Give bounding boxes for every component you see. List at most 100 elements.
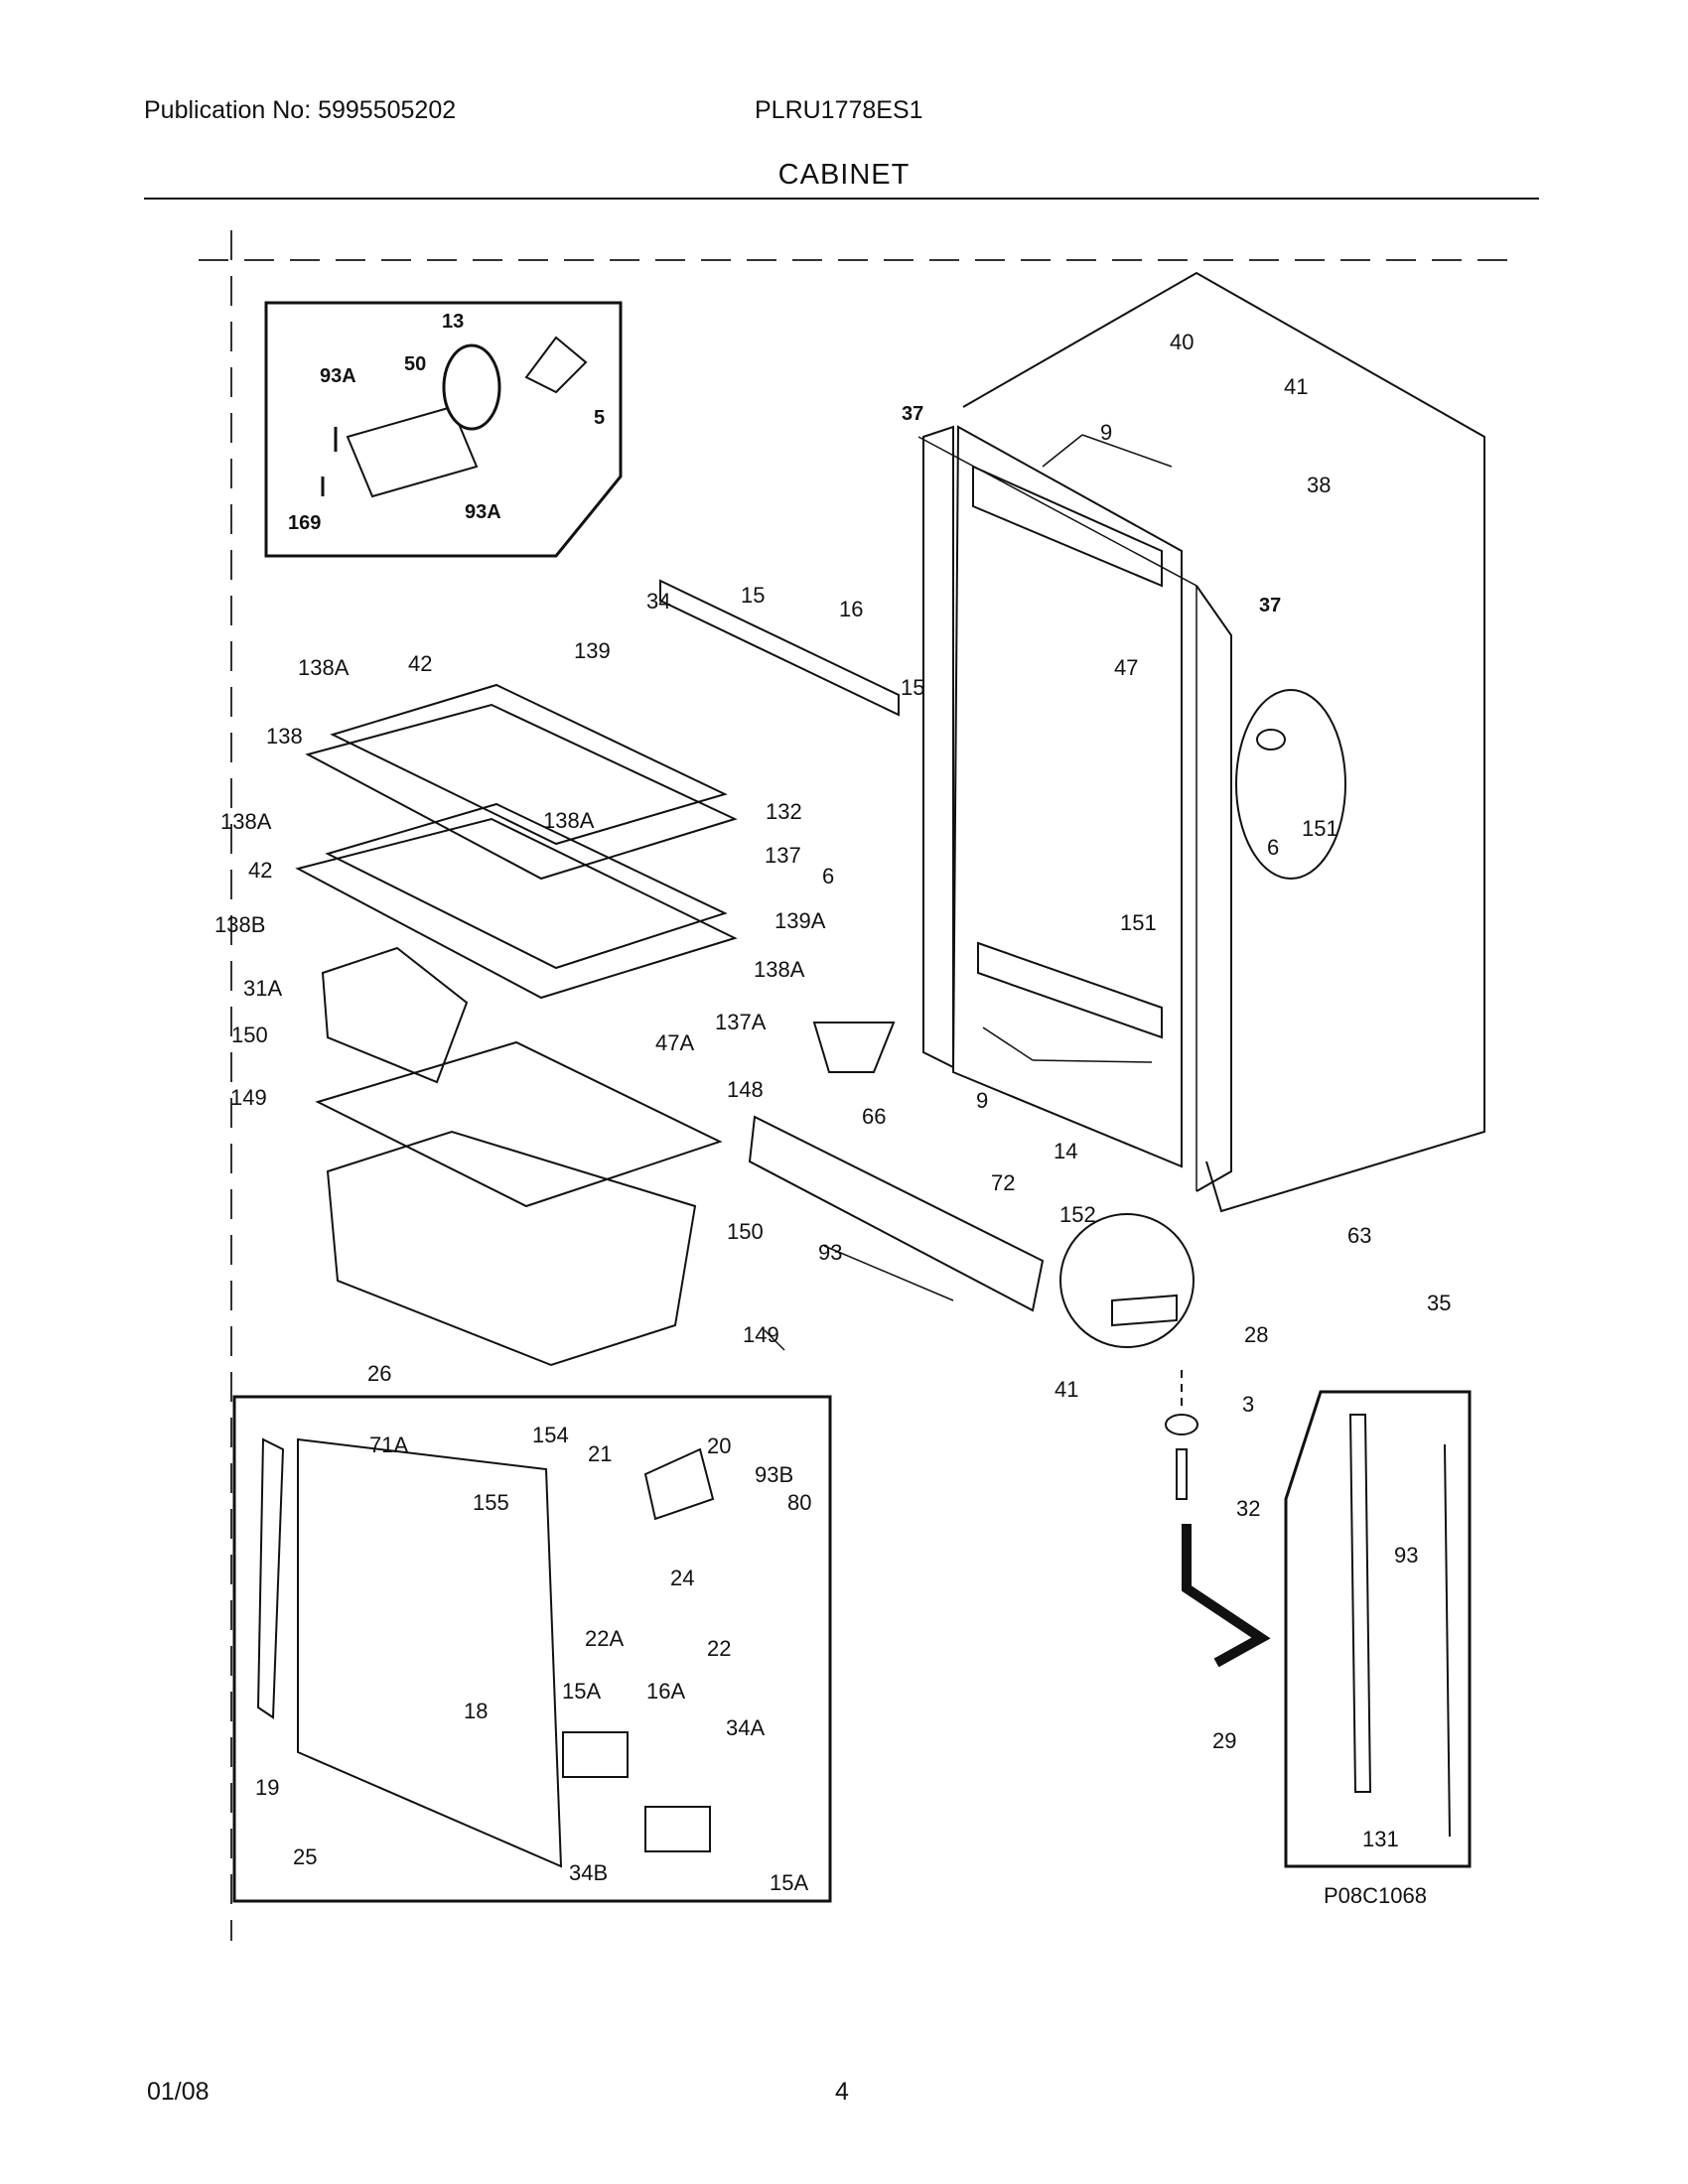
lamp-shield-b [644,1806,711,1852]
callout-40: 40 [1170,330,1194,354]
callout-6-b: 6 [1267,835,1279,860]
kickplate-and-hinge [748,1022,1271,1668]
callout-32: 32 [1236,1496,1260,1521]
cover-20 [643,1447,715,1521]
callout-22: 22 [707,1636,731,1661]
callout-15-b: 15 [901,675,924,700]
callout-150-b: 150 [727,1219,764,1244]
callout-9-bottom: 9 [976,1088,988,1113]
drawer-cover-148 [315,1040,723,1208]
callout-29: 29 [1212,1728,1236,1753]
callout-151-a: 151 [1302,816,1338,841]
callout-169: 169 [288,512,321,534]
callout-93a-a: 93A [320,365,356,387]
callout-31a: 31A [243,976,282,1001]
callout-50: 50 [404,353,426,375]
shelf-track [659,579,900,717]
callout-132: 132 [766,799,802,824]
callout-41-bottom: 41 [1055,1377,1078,1402]
callout-34b: 34B [569,1860,608,1885]
callout-137: 137 [765,843,801,868]
header-rule [144,198,1539,200]
callout-37-a: 37 [902,403,923,425]
drawer-31a [321,946,469,1084]
control-housing-inset [232,1395,832,1903]
callout-42-b: 42 [248,858,272,883]
model-number: PLRU1778ES1 [755,96,923,124]
callout-13: 13 [442,311,464,333]
callout-15-a: 15 [741,583,765,608]
callout-20: 20 [707,1433,731,1458]
callout-138: 138 [266,724,303,749]
callout-80: 80 [787,1490,811,1515]
lamp-shield-a [562,1731,629,1778]
kickplate-72 [748,1115,1045,1312]
publication-number: Publication No: 5995505202 [144,96,457,124]
callout-149-a: 149 [230,1085,267,1110]
callout-93-a: 93 [818,1240,842,1265]
drawer-26 [326,1130,697,1367]
callout-5: 5 [594,407,605,429]
callout-34: 34 [646,589,670,614]
leader-lines [764,434,1173,1351]
callout-131: 131 [1362,1827,1399,1851]
callout-155: 155 [473,1490,509,1515]
fan-motor-inset [264,301,623,558]
callout-93-b: 93 [1394,1543,1418,1568]
part-66 [812,1022,896,1073]
callout-18: 18 [464,1699,488,1723]
cabinet-body [917,271,1485,1213]
diagram-code: P08C1068 [1324,1883,1427,1908]
gasket-19 [256,1437,285,1719]
callout-93a-b: 93A [465,501,501,523]
callout-34a: 34A [726,1715,765,1740]
callout-16: 16 [839,597,863,621]
callout-138a-a: 138A [298,655,350,680]
callout-149-b: 149 [743,1322,779,1347]
control-panel-shape [297,1437,563,1868]
fan-bracket [346,405,479,498]
callout-35: 35 [1427,1291,1451,1315]
callout-138b: 138B [214,912,265,937]
callout-41-top: 41 [1284,374,1308,399]
callout-28: 28 [1244,1322,1268,1347]
callout-25: 25 [293,1844,317,1869]
callout-72: 72 [991,1170,1015,1195]
callout-6-a: 6 [822,864,834,888]
callout-154: 154 [532,1423,569,1447]
rail-inset [1284,1390,1472,1868]
callout-labels: 13 93A 50 5 169 93A 40 41 37 9 38 37 34 … [214,311,1451,1908]
callout-26: 26 [367,1361,391,1386]
glass-shelves [295,579,900,1000]
fan-motor-shape [442,343,501,431]
callout-66: 66 [862,1104,886,1129]
callout-24: 24 [670,1566,694,1590]
callout-137a: 137A [715,1010,767,1034]
callout-138a-b: 138A [220,809,272,834]
callout-15a-a: 15A [562,1679,601,1704]
callout-19: 19 [255,1775,279,1800]
rail-131 [1348,1414,1372,1793]
pin-32 [1176,1448,1188,1500]
cap-3 [1165,1414,1198,1435]
callout-63: 63 [1347,1223,1371,1248]
callout-47: 47 [1114,655,1138,680]
callout-3: 3 [1242,1392,1254,1417]
callout-37-b: 37 [1259,595,1281,616]
tube-29 [1182,1524,1271,1668]
callout-15a-b: 15A [770,1870,808,1895]
callout-71a: 71A [369,1433,408,1457]
callout-138a-c: 138A [543,808,595,833]
page-title: CABINET [777,159,911,191]
callout-139a: 139A [774,908,826,933]
callout-138a-d: 138A [754,957,805,982]
callout-139: 139 [574,638,611,663]
fan-blade-shape [524,336,588,394]
assembly-frame [199,230,1514,1941]
page-number: 4 [835,2078,849,2106]
callout-148: 148 [727,1077,764,1102]
callout-21: 21 [588,1441,612,1466]
callout-152: 152 [1059,1202,1096,1227]
callout-150-a: 150 [231,1023,268,1047]
